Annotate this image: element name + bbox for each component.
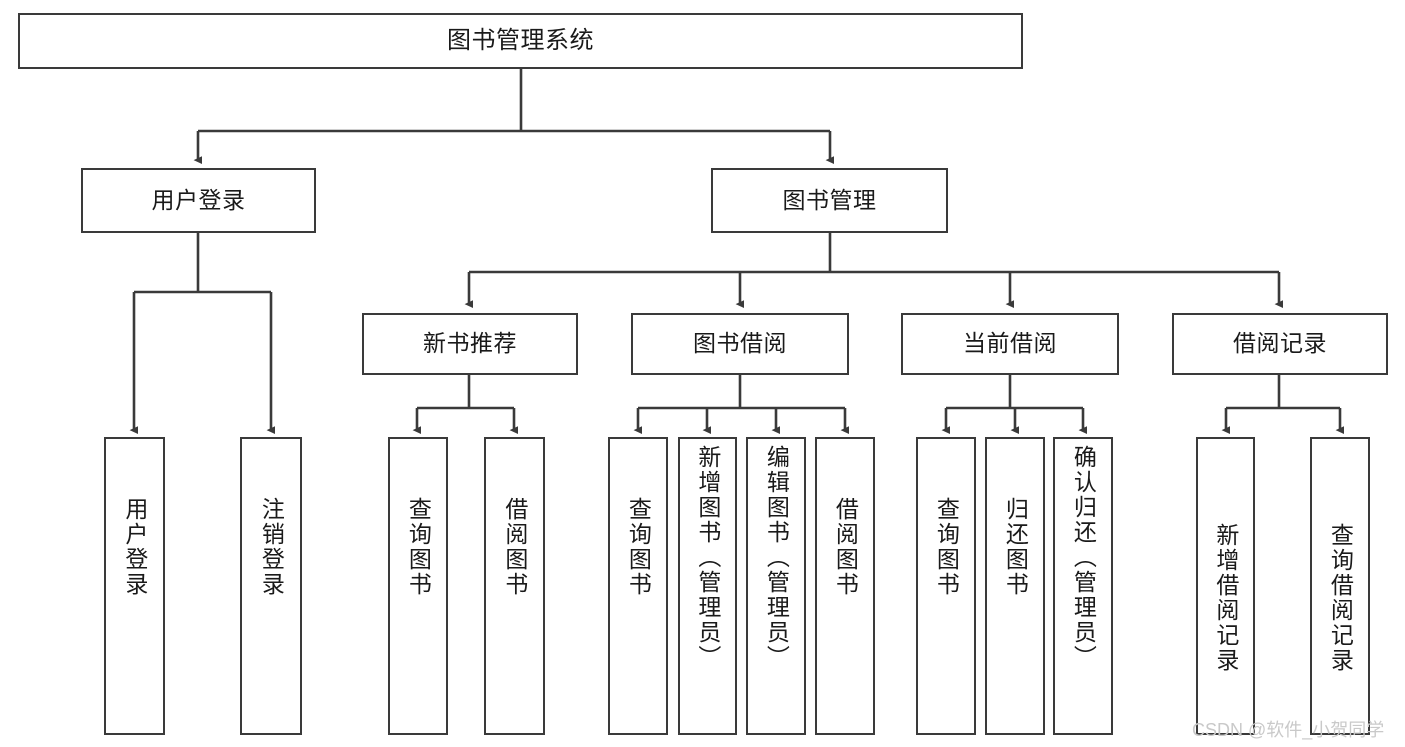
node-book-borrow[interactable]: 图书借阅 [631,313,849,375]
node-user-login[interactable]: 用户登录 [81,168,316,233]
node-label: 图书借阅 [693,330,787,357]
node-leaf-confirm-return[interactable]: 确认归还（管理员） [1053,437,1113,735]
node-leaf-query-book-3[interactable]: 查询图书 [916,437,976,735]
node-leaf-edit-book[interactable]: 编辑图书（管理员） [746,437,806,735]
node-label: 用户登录 [151,186,246,213]
node-label: 注销登录 [258,497,285,597]
node-label: 查询图书 [625,497,652,597]
node-label: 图书管理 [782,186,877,213]
node-borrow-record[interactable]: 借阅记录 [1172,313,1388,375]
node-book-management-system[interactable]: 图书管理系统 [18,13,1023,69]
node-leaf-query-record[interactable]: 查询借阅记录 [1310,437,1370,735]
node-label: 查询图书 [933,497,960,597]
node-label: 借阅图书 [501,497,528,597]
node-leaf-query-book-1[interactable]: 查询图书 [388,437,448,735]
node-current-borrow[interactable]: 当前借阅 [901,313,1119,375]
node-label: 图书管理系统 [447,26,594,54]
node-leaf-add-record[interactable]: 新增借阅记录 [1196,437,1255,735]
node-leaf-user-login[interactable]: 用户登录 [104,437,165,735]
node-label: 确认归还（管理员） [1070,445,1097,670]
node-leaf-borrow-book-1[interactable]: 借阅图书 [484,437,545,735]
node-book-management[interactable]: 图书管理 [711,168,948,233]
node-leaf-borrow-book-2[interactable]: 借阅图书 [815,437,875,735]
node-label: 查询借阅记录 [1327,523,1354,673]
node-label: 查询图书 [405,497,432,597]
node-label: 归还图书 [1002,497,1029,597]
node-label: 借阅记录 [1233,330,1327,357]
node-label: 新增图书（管理员） [694,445,721,670]
node-leaf-logout-login[interactable]: 注销登录 [240,437,302,735]
node-label: 借阅图书 [832,497,859,597]
node-label: 新书推荐 [423,330,517,357]
node-leaf-add-book[interactable]: 新增图书（管理员） [678,437,737,735]
node-new-book-recommend[interactable]: 新书推荐 [362,313,578,375]
csdn-watermark: CSDN @软件_小贺同学 [1192,720,1385,740]
node-label: 用户登录 [121,497,148,597]
node-label: 新增借阅记录 [1212,523,1239,673]
node-leaf-return-book[interactable]: 归还图书 [985,437,1045,735]
node-leaf-query-book-2[interactable]: 查询图书 [608,437,668,735]
node-label: 编辑图书（管理员） [763,445,790,670]
node-label: 当前借阅 [963,330,1057,357]
